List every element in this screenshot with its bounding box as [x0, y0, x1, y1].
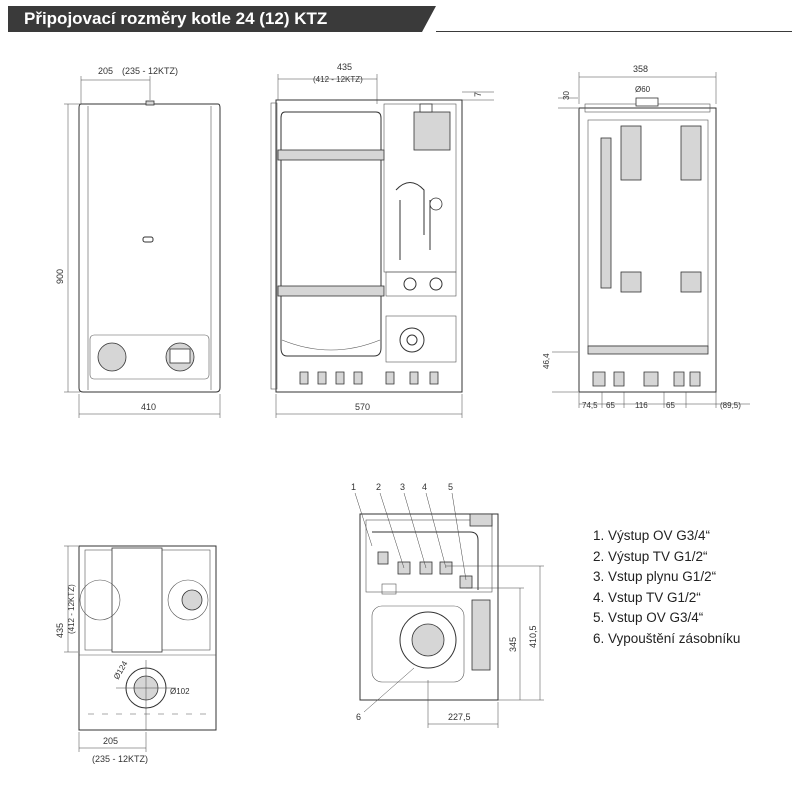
dim-side-bottom-3: 116	[635, 401, 648, 410]
legend-item-4: 4. Vstup TV G1/2“	[593, 589, 701, 605]
boiler-front-outline	[78, 103, 221, 393]
bottom-connections	[299, 371, 439, 385]
bottom-tank	[371, 605, 465, 683]
dim-top-bottom-alt: (235 - 12KTZ)	[92, 754, 148, 764]
pump-assembly	[385, 315, 457, 363]
dim-top-bottom: 205	[103, 736, 118, 746]
callout-4: 4	[422, 482, 427, 492]
legend-item-6: 6. Vypouštění zásobníku	[593, 630, 741, 646]
callout-5: 5	[448, 482, 453, 492]
dim-top-left: 435	[55, 623, 65, 638]
dim-bottom-h1: 345	[508, 637, 518, 652]
connection-legend: 1. Výstup OV G3/4“ 2. Výstup TV G1/2“ 3.…	[593, 526, 740, 649]
top-tank-panel	[111, 547, 163, 653]
callout-1: 1	[351, 482, 356, 492]
control-display	[169, 348, 191, 364]
front-top-connector	[145, 100, 155, 106]
dim-bottom-w: 227,5	[448, 712, 471, 722]
callout-2: 2	[376, 482, 381, 492]
dim-front-top-alt: (235 - 12KTZ)	[122, 66, 178, 76]
bottom-outline	[359, 513, 499, 701]
page-title: Připojovací rozměry kotle 24 (12) KTZ	[24, 9, 328, 28]
dim-side-bottom-5: (89,5)	[720, 401, 741, 410]
dim-section-top-alt: (412 - 12KTZ)	[313, 75, 363, 84]
fan-unit	[413, 111, 451, 151]
control-panel	[89, 334, 210, 380]
dim-top-d2: Ø102	[170, 687, 190, 696]
callout-3: 3	[400, 482, 405, 492]
bottom-view: 1 2 3 4 5 6 345 410,5 227,5	[351, 482, 544, 728]
bottom-tank-flange	[399, 611, 457, 669]
valve-a	[429, 197, 443, 211]
dim-front-top: 205	[98, 66, 113, 76]
control-knob-left	[97, 342, 127, 372]
legend-item-5: 5. Vstup OV G3/4“	[593, 610, 704, 625]
title-banner: Připojovací rozměry kotle 24 (12) KTZ	[8, 6, 436, 32]
front-panel-edges	[87, 106, 212, 390]
hydraulic-pipes	[395, 182, 431, 260]
tank-strap-top	[277, 149, 385, 161]
top-outline	[78, 545, 217, 731]
side-outline	[578, 107, 717, 393]
dim-side-bottom-4: 65	[666, 401, 675, 410]
dim-side-bottom-1: 74,5	[582, 401, 598, 410]
dim-side-left: 30	[562, 91, 571, 100]
section-outline	[275, 99, 463, 393]
legend-item-1: 1. Výstup OV G3/4“	[593, 528, 711, 543]
side-pipe	[600, 137, 612, 289]
dim-section-right: 7	[473, 92, 483, 97]
legend-item-3: 3. Vstup plynu G1/2“	[593, 569, 717, 584]
storage-tank	[280, 111, 382, 357]
callout-6: 6	[356, 712, 361, 722]
flue-outlet	[635, 97, 659, 107]
dim-bottom-h2: 410,5	[528, 625, 538, 648]
dim-side-top: 358	[633, 64, 648, 74]
dim-side-flue: Ø60	[635, 85, 651, 94]
dim-section-top: 435	[337, 62, 352, 72]
tank-strap-bottom	[277, 285, 385, 297]
dim-side-left-low: 46,4	[542, 353, 551, 369]
top-view: 435 (412 - 12KTZ) Ø124 Ø102 205 (235 - 1…	[55, 545, 217, 764]
dim-side-bottom-2: 65	[606, 401, 615, 410]
title-underline	[436, 31, 792, 32]
dim-top-left-alt: (412 - 12KTZ)	[67, 584, 76, 634]
side-connections	[592, 371, 701, 387]
dim-top-d1: Ø124	[112, 659, 130, 681]
front-view: 205 (235 - 12KTZ) 900 410	[55, 66, 221, 418]
side-view: 358 Ø60 30 46,4 74,5 65 116 65 (89,5)	[542, 64, 750, 410]
pump-icon	[399, 327, 425, 353]
dim-section-bottom: 570	[355, 402, 370, 412]
front-logo-badge	[142, 236, 154, 243]
dim-front-height: 900	[55, 269, 65, 284]
bottom-tank-inner	[411, 623, 445, 657]
dim-front-width: 410	[141, 402, 156, 412]
legend-item-2: 2. Výstup TV G1/2“	[593, 548, 708, 564]
section-view: 435 (412 - 12KTZ) 7 570	[270, 62, 494, 418]
